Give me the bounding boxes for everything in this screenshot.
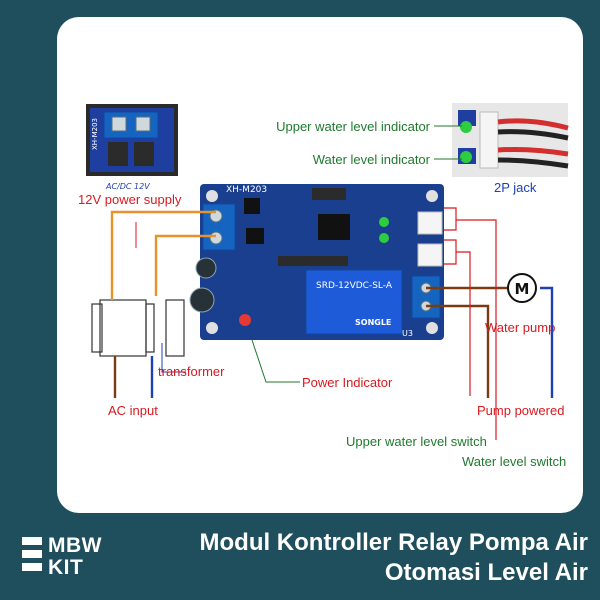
product-title: Modul Kontroller Relay Pompa Air Otomasi… <box>118 528 589 588</box>
logo-bars-icon <box>22 537 42 581</box>
product-title-line2: Otomasi Level Air <box>384 559 588 586</box>
logo-line2: KIT <box>48 556 84 579</box>
power-indicator-label: Power Indicator <box>302 375 393 390</box>
motor-label: M <box>515 280 530 298</box>
svg-text:XH-M203: XH-M203 <box>91 118 99 150</box>
jack-label: 2P jack <box>494 180 537 195</box>
water-indicator-label: Water level indicator <box>313 152 431 167</box>
terminal-photo: XH-M203 AC/DC 12V <box>86 104 178 191</box>
switch-lines <box>444 207 497 440</box>
upper-level-led <box>460 121 472 133</box>
ac-input-label: AC input <box>108 403 158 418</box>
indicator-lines <box>251 125 462 383</box>
upper-switch-label: Upper water level switch <box>346 434 487 449</box>
brand-logo: MBW KIT <box>22 535 132 583</box>
motor-symbol: M <box>507 273 537 303</box>
power-supply-label: 12V power supply <box>78 192 182 207</box>
water-level-led <box>460 151 472 163</box>
relay-brand: SONGLE <box>355 318 391 327</box>
transformer-symbol <box>91 299 185 357</box>
terminal-label: AC/DC 12V <box>105 182 150 191</box>
logo-line1: MBW <box>48 534 102 557</box>
controller-board: XH-M203 SRD-12VDC-SL-A SONGLE U3 <box>189 184 444 340</box>
board-model: XH-M203 <box>226 185 267 195</box>
transformer-label: transformer <box>158 364 225 379</box>
product-title-line1: Modul Kontroller Relay Pompa Air <box>199 529 589 556</box>
water-switch-label: Water level switch <box>462 454 566 469</box>
relay-model: SRD-12VDC-SL-A <box>316 281 393 291</box>
power-led <box>239 314 251 326</box>
jack-photo <box>452 103 569 177</box>
water-pump-label: Water pump <box>485 320 555 335</box>
upper-indicator-label: Upper water level indicator <box>276 119 431 134</box>
relay <box>305 269 403 335</box>
u3-label: U3 <box>402 329 413 338</box>
pump-powered-label: Pump powered <box>477 403 564 418</box>
